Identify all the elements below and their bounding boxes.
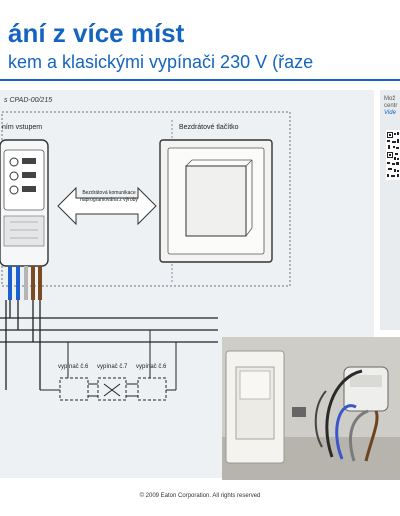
title-divider: [0, 79, 400, 81]
model-label: s CPAD-00/215: [4, 97, 53, 104]
installation-photo: [222, 337, 400, 480]
switch-label: vypínač č.7: [97, 364, 128, 370]
communication-label: Bezdrátová komunikace naprogramována z v…: [80, 190, 138, 203]
side-text-line: centr: [384, 103, 398, 109]
switch-circuit: [40, 330, 177, 401]
wireless-button-illustration: [159, 139, 273, 263]
slide-subtitle: kem a klasickými vypínači 230 V (řaze: [8, 52, 314, 72]
receiver-module: [0, 139, 49, 267]
switch-label: vypínač č.6: [58, 364, 89, 370]
wireless-arrow: [57, 186, 157, 226]
bus-lines: [0, 300, 218, 390]
wireless-button-label: Bezdrátové tlačítko: [179, 124, 239, 131]
input-label: ním vstupem: [2, 124, 43, 131]
side-text-line: Mož: [384, 96, 396, 102]
receiver-wires: [8, 266, 42, 300]
switch-label: vypínač č.6: [136, 364, 167, 370]
qr-code-icon: [386, 130, 400, 180]
copyright-text: © 2009 Eaton Corporation. All rights res…: [139, 493, 261, 499]
slide-title: ání z více míst: [8, 18, 185, 48]
side-text-line: Vide: [384, 110, 396, 116]
